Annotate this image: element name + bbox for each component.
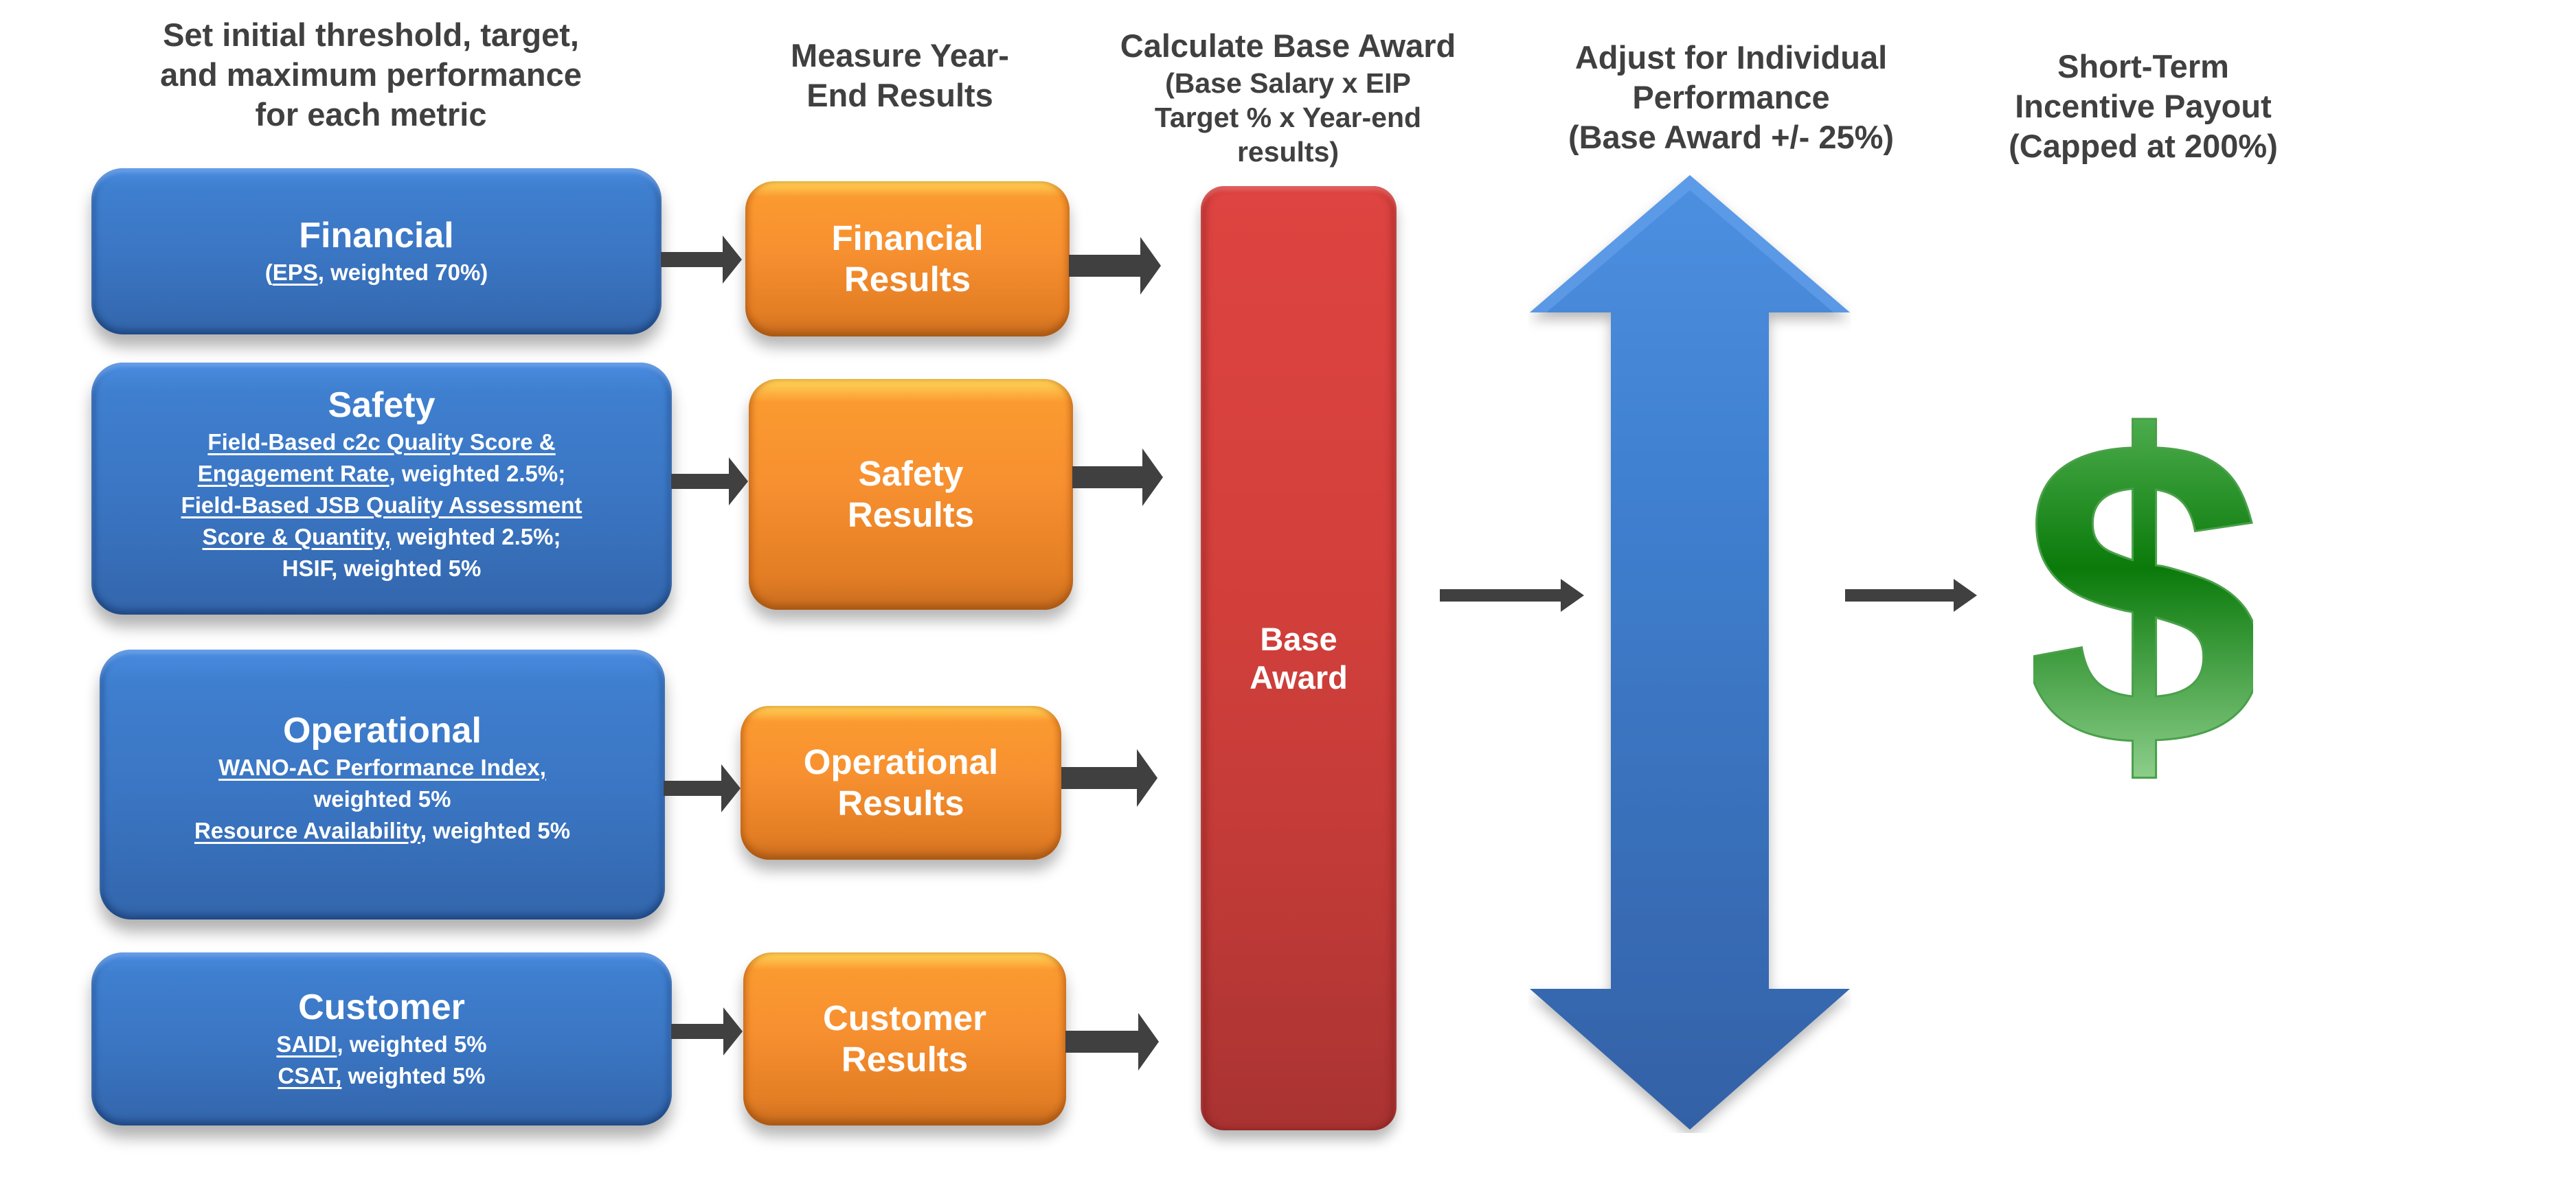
dollar-sign-icon: $	[2033, 402, 2253, 800]
metric-detail-line: Field-Based JSB Quality Assessment	[181, 490, 583, 521]
metric-link[interactable]: EPS	[272, 260, 318, 285]
result-label: Safety	[858, 454, 964, 493]
metric-detail-text: , weighted 70%)	[317, 260, 488, 285]
header-measure-line: End Results	[806, 77, 993, 113]
metric-box-customer: Customer SAIDI, weighted 5% CSAT, weight…	[91, 952, 672, 1125]
up-down-arrow-icon	[1530, 175, 1850, 1130]
dollar-glyph: $	[2033, 402, 2253, 800]
metric-detail-text: , weighted 5%	[337, 1031, 487, 1057]
base-award-label: Base	[1260, 620, 1337, 657]
right-arrow-icon	[1845, 579, 1977, 612]
metric-detail-line: WANO-AC Performance Index,	[218, 752, 546, 784]
header-adjust-performance: Adjust for Individual Performance (Base …	[1511, 38, 1951, 157]
metric-detail-line: HSIF, weighted 5%	[282, 553, 482, 584]
header-calculate-detail: Target % x Year-end	[1154, 102, 1422, 133]
metric-detail-text: , weighted 2.5%;	[389, 460, 566, 486]
metric-detail-text: , weighted 5%	[420, 817, 571, 843]
metric-detail-text: (	[264, 260, 273, 285]
right-arrow-icon	[1061, 749, 1157, 807]
metric-box-operational: Operational WANO-AC Performance Index, w…	[100, 650, 665, 919]
metric-detail-text: HSIF, weighted 5%	[282, 555, 482, 581]
metric-link[interactable]: SAIDI	[276, 1031, 337, 1057]
metric-title: Financial	[299, 216, 454, 255]
metric-detail-text: weighted 5%	[341, 1063, 486, 1088]
right-arrow-icon	[664, 764, 741, 812]
metric-detail-line: SAIDI, weighted 5%	[276, 1029, 486, 1060]
right-arrow-icon	[1440, 579, 1584, 612]
header-adjust-line: Adjust for Individual	[1574, 39, 1888, 76]
metric-detail-line: Field-Based c2c Quality Score &	[207, 426, 555, 458]
header-short-term-payout: Short-Term Incentive Payout (Capped at 2…	[1965, 47, 2322, 166]
metric-detail-text: weighted 5%	[313, 786, 451, 812]
base-award-bar: Base Award	[1201, 186, 1397, 1130]
metric-detail-text: weighted 2.5%;	[390, 523, 561, 549]
right-arrow-icon	[671, 457, 748, 505]
header-calculate-base-award: Calculate Base Award (Base Salary x EIP …	[1072, 26, 1504, 169]
header-calculate-title: Calculate Base Award	[1120, 27, 1456, 64]
header-payout-line: Incentive Payout	[2015, 88, 2272, 124]
result-label: Results	[844, 260, 971, 299]
right-arrow-icon	[671, 1007, 743, 1055]
result-box-financial: Financial Results	[745, 181, 1070, 336]
metric-detail-line: Score & Quantity, weighted 2.5%;	[202, 521, 561, 553]
header-measure-results: Measure Year- End Results	[742, 36, 1058, 115]
header-set-metrics-line: and maximum performance	[160, 56, 582, 93]
header-adjust-line: Performance	[1632, 79, 1830, 115]
header-set-metrics-line: for each metric	[255, 96, 487, 133]
header-calculate-detail: results)	[1236, 136, 1340, 168]
metric-title: Safety	[328, 385, 436, 425]
metric-detail-line: (EPS, weighted 70%)	[265, 257, 488, 288]
result-label: Customer	[822, 998, 987, 1038]
result-box-safety: Safety Results	[749, 379, 1073, 610]
result-label: Results	[847, 495, 975, 534]
metric-link[interactable]: WANO-AC Performance Index,	[218, 754, 546, 780]
result-label: Results	[841, 1040, 969, 1079]
header-adjust-line: (Base Award +/- 25%)	[1568, 119, 1895, 155]
result-label: Results	[837, 784, 964, 823]
metric-link[interactable]: CSAT,	[278, 1063, 342, 1088]
metric-detail-line: CSAT, weighted 5%	[278, 1060, 486, 1092]
metric-detail-line: Engagement Rate, weighted 2.5%;	[198, 458, 565, 490]
base-award-label: Award	[1250, 659, 1348, 696]
header-payout-line: (Capped at 200%)	[2009, 128, 2278, 164]
right-arrow-icon	[661, 236, 742, 284]
metric-detail-line: Resource Availability, weighted 5%	[194, 815, 570, 847]
metric-title: Operational	[283, 710, 482, 751]
right-arrow-icon	[1065, 1013, 1159, 1071]
result-box-operational: Operational Results	[741, 706, 1061, 860]
metric-link[interactable]: Resource Availability	[194, 817, 420, 843]
metric-detail-line: weighted 5%	[314, 784, 451, 815]
metric-link[interactable]: Field-Based c2c Quality Score &	[207, 428, 556, 455]
header-measure-line: Measure Year-	[791, 37, 1009, 73]
result-label: Financial	[831, 218, 984, 258]
metric-link[interactable]: Field-Based JSB Quality Assessment	[181, 492, 583, 518]
result-box-customer: Customer Results	[743, 952, 1066, 1125]
metric-title: Customer	[298, 987, 465, 1027]
result-label: Operational	[803, 742, 999, 781]
header-payout-line: Short-Term	[2057, 48, 2229, 84]
metric-box-financial: Financial (EPS, weighted 70%)	[91, 168, 662, 334]
metric-link[interactable]: Engagement Rate	[197, 460, 389, 486]
header-calculate-detail: (Base Salary x EIP	[1165, 67, 1411, 99]
header-set-metrics: Set initial threshold, target, and maxim…	[124, 15, 618, 135]
right-arrow-icon	[1072, 448, 1163, 506]
metric-box-safety: Safety Field-Based c2c Quality Score & E…	[91, 363, 672, 615]
right-arrow-icon	[1069, 237, 1161, 295]
header-set-metrics-line: Set initial threshold, target,	[163, 16, 579, 53]
metric-link[interactable]: Score & Quantity,	[202, 523, 391, 549]
